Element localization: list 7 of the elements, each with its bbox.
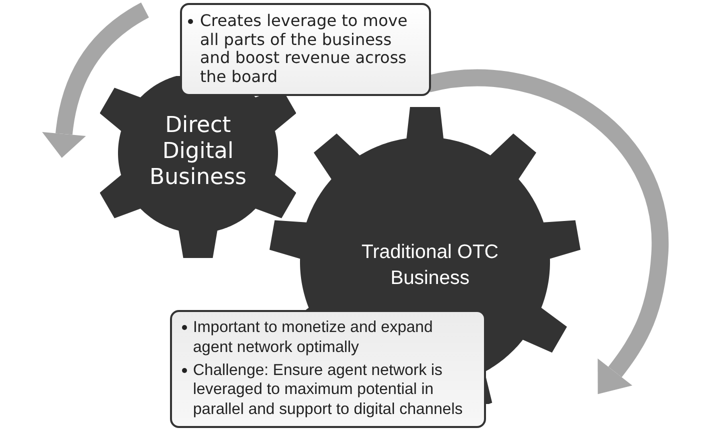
gear-label: Traditional OTC Business <box>360 240 500 291</box>
bullet-text: Important to monetize and expand agent network optimally <box>193 318 434 357</box>
gear-label: Direct Digital Business <box>148 113 248 191</box>
callout-box <box>170 310 486 428</box>
bullet-text: Creates leverage to move all parts of the business and boost revenue across the board <box>200 12 408 86</box>
callout-box <box>180 3 431 96</box>
bullet-text: Challenge: Ensure agent network is leveraged to maximum potential in parallel and support to digital channels <box>193 360 464 419</box>
